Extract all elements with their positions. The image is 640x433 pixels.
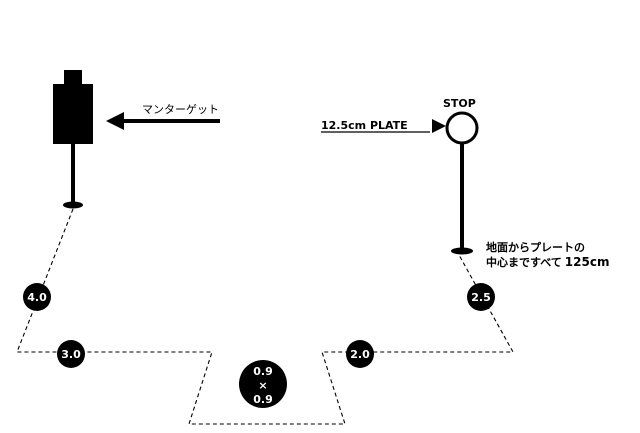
shooting-box-size-badge: 0.9 × 0.9: [239, 360, 287, 408]
svg-text:3.0: 3.0: [61, 348, 81, 361]
man-target-figure: [53, 70, 93, 209]
stop-plate-post: [460, 143, 464, 250]
man-target-label: マンターゲット: [142, 103, 219, 116]
distance-badge-bottom-right: 2.0: [346, 340, 374, 368]
svg-text:2.0: 2.0: [350, 348, 370, 361]
svg-text:2.5: 2.5: [471, 291, 491, 304]
svg-text:4.0: 4.0: [27, 291, 47, 304]
distance-badge-bottom-left: 3.0: [57, 340, 85, 368]
height-note-prefix: 中心まですべて: [486, 255, 562, 269]
man-target-head: [64, 70, 82, 84]
plate-label: 12.5cm PLATE: [321, 119, 408, 132]
stop-label: STOP: [443, 97, 476, 110]
distance-badge-left-post: 4.0: [23, 283, 51, 311]
man-target-post: [71, 144, 75, 204]
man-target-arrow: [106, 112, 220, 130]
man-target-body: [53, 84, 93, 144]
box-size-top: 0.9: [253, 365, 273, 378]
distance-badge-right-post: 2.5: [467, 283, 495, 311]
box-size-bottom: 0.9: [253, 393, 273, 406]
box-size-mid: ×: [258, 379, 267, 392]
height-note-line1: 地面からプレートの: [486, 240, 585, 254]
plate-arrow-head: [432, 119, 446, 133]
height-note-value: 125cm: [565, 255, 610, 269]
course-path: [16, 208, 514, 425]
man-target-base: [63, 201, 83, 209]
stop-plate-base: [451, 247, 473, 255]
stop-plate: [445, 111, 479, 145]
